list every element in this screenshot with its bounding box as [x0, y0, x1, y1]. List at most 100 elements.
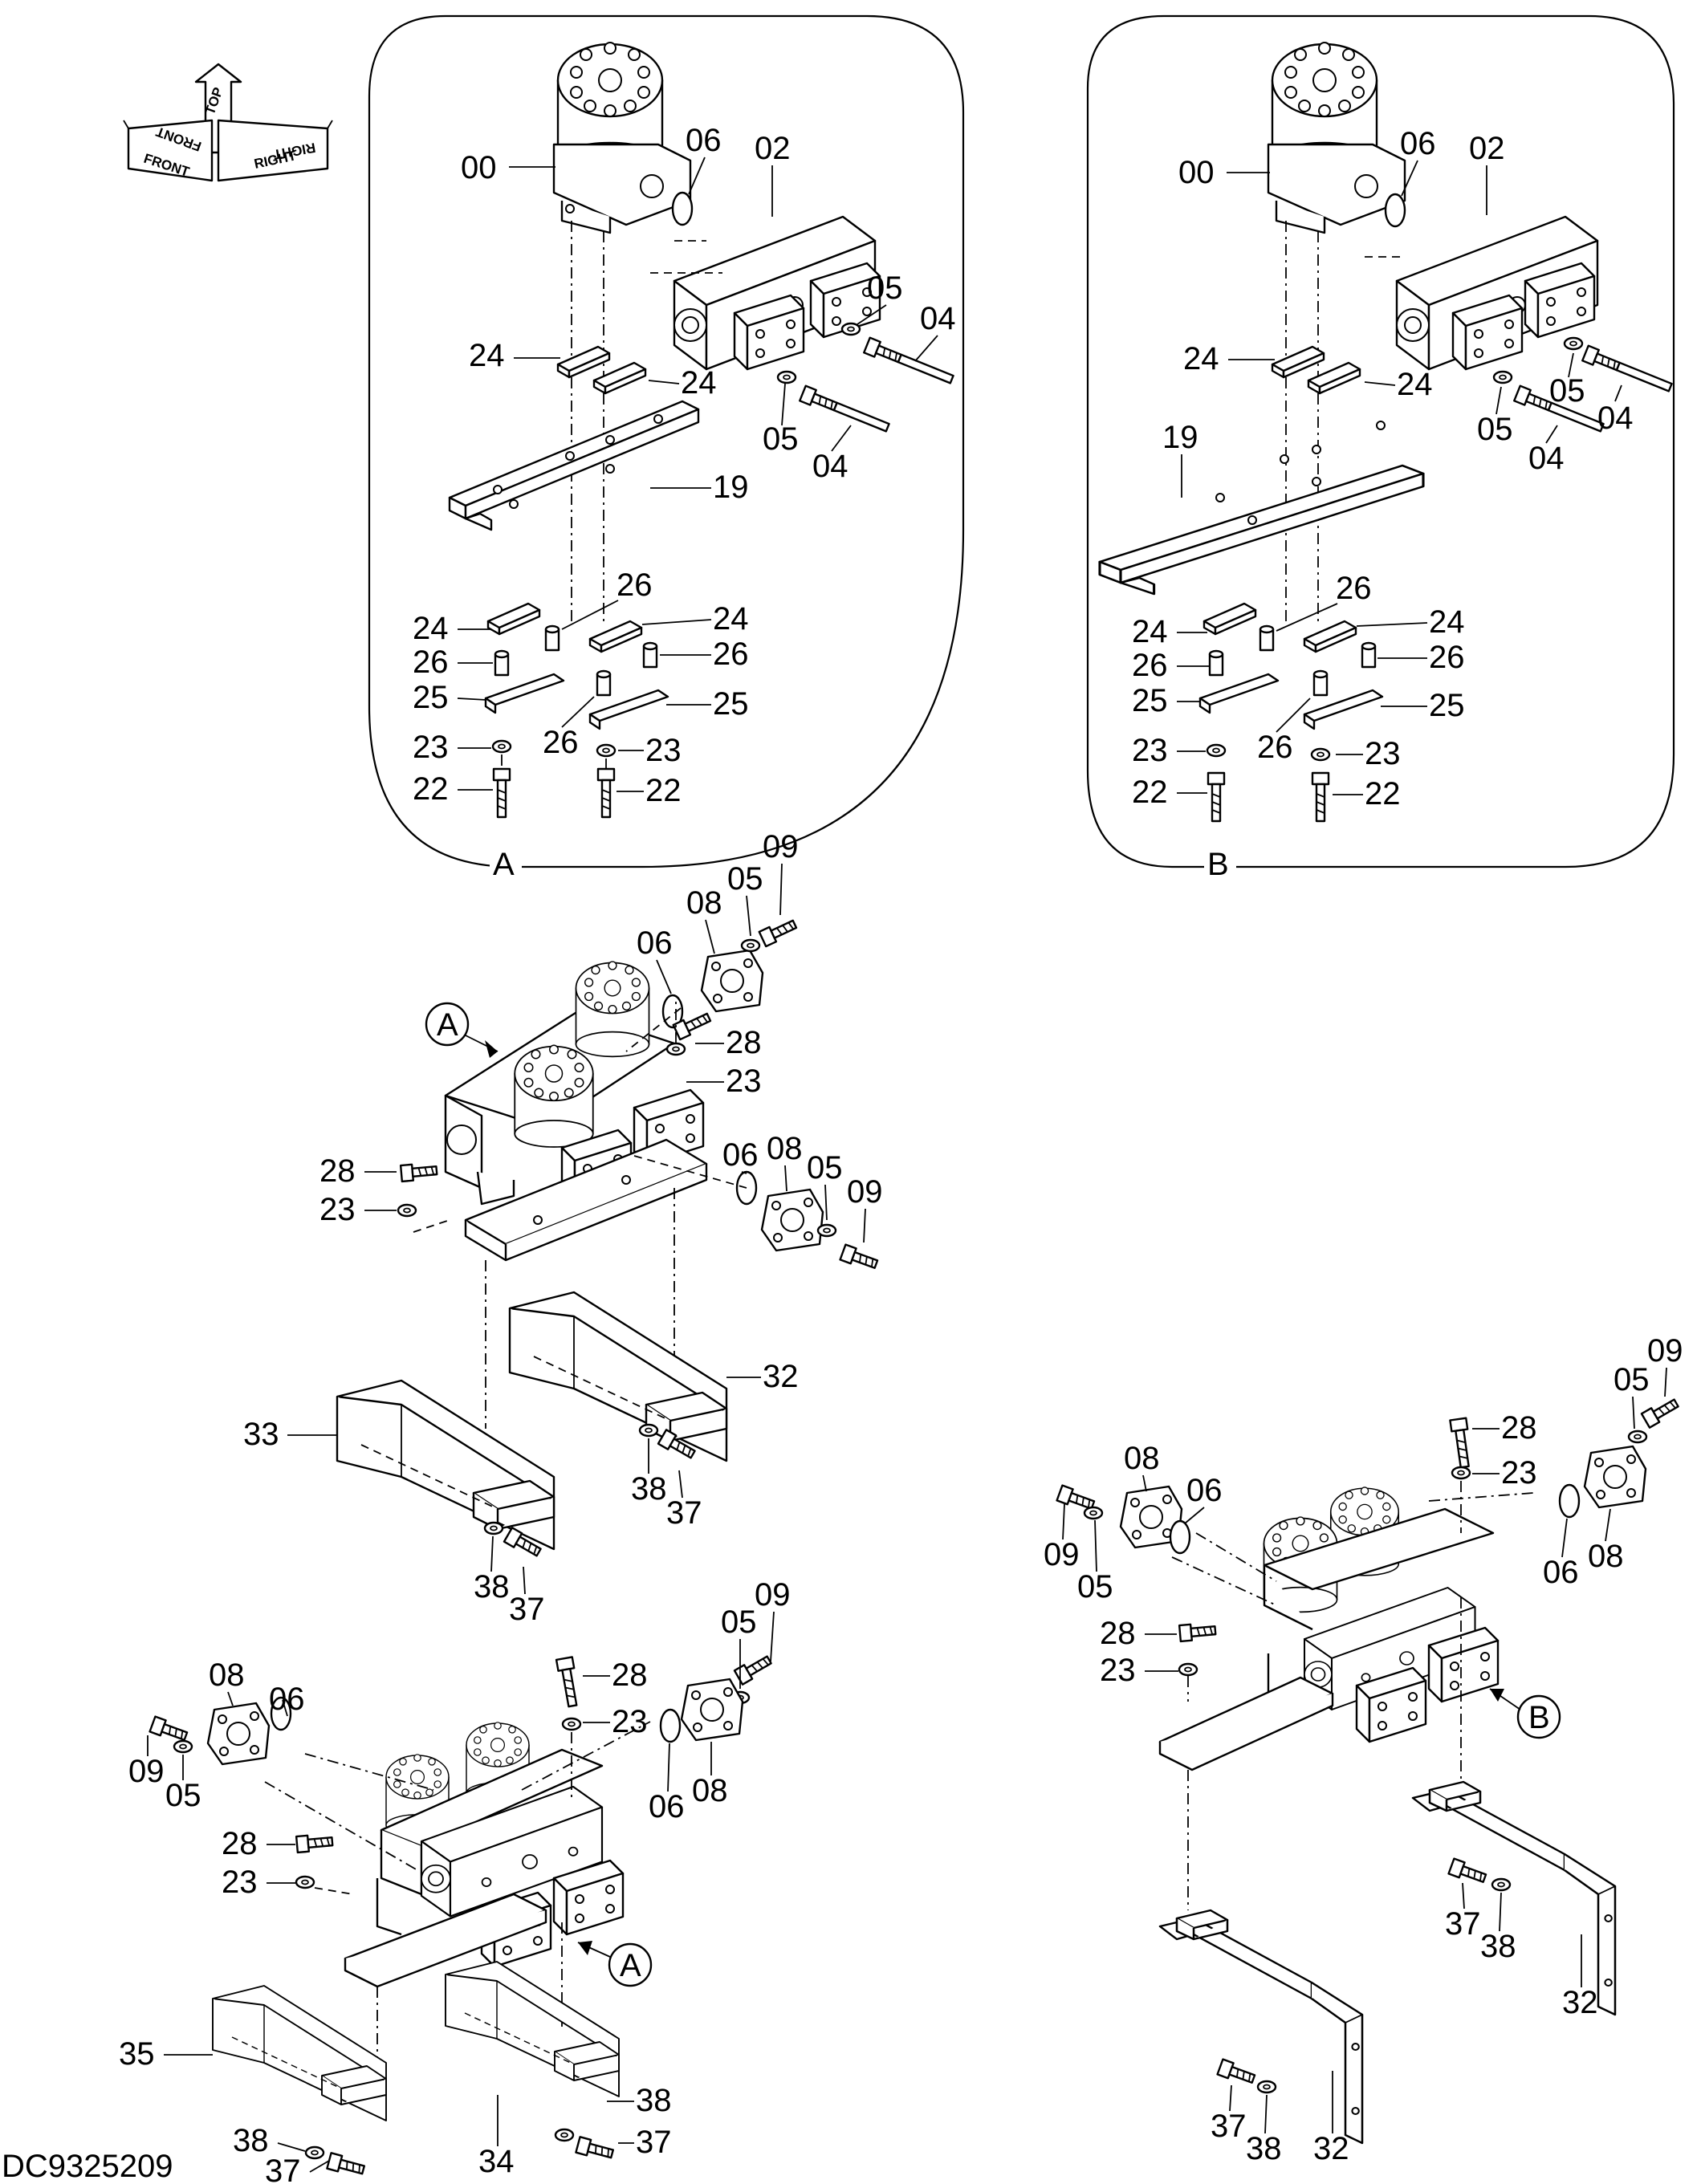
b-callout-06: 06	[1400, 126, 1436, 161]
ml-callout-28b: 28	[319, 1153, 356, 1189]
bl-callout-05a: 05	[165, 1778, 201, 1813]
ml-callout-09a: 09	[763, 829, 799, 864]
ml-callout-33: 33	[243, 1417, 279, 1452]
bl-callout-06a: 06	[269, 1682, 305, 1717]
ml-callout-37a: 37	[666, 1495, 702, 1531]
br-callout-06a: 06	[1186, 1473, 1223, 1508]
b-callout-02: 02	[1469, 131, 1505, 166]
balloon-b	[1516, 1694, 1561, 1739]
b-callout-24a: 24	[1183, 341, 1219, 376]
ml-callout-38a: 38	[631, 1471, 667, 1507]
bl-callout-38a: 38	[233, 2123, 269, 2158]
b-callout-24d: 24	[1429, 604, 1465, 640]
b-callout-22a: 22	[1132, 775, 1168, 810]
bl-callout-08b: 08	[692, 1773, 728, 1808]
br-callout-38b: 38	[1246, 2131, 1282, 2166]
b-callout-24c: 24	[1132, 614, 1168, 649]
detail-a: A	[368, 14, 965, 882]
b-callout-05b: 05	[1477, 412, 1513, 447]
b-callout-26b: 26	[1132, 648, 1168, 683]
a-callout-25b: 25	[713, 686, 749, 722]
bl-callout-06b: 06	[649, 1789, 685, 1824]
a-callout-22a: 22	[413, 771, 449, 807]
a-callout-06: 06	[686, 123, 722, 158]
b-callout-23b: 23	[1365, 736, 1401, 771]
assembly-bottom-right: B 08 06 09 05 28 23 05 09 06 08 28	[1044, 1333, 1683, 2166]
ml-callout-06b: 06	[722, 1137, 759, 1173]
bl-callout-38b: 38	[636, 2083, 672, 2118]
a-callout-24c: 24	[413, 611, 449, 646]
detail-a-frame	[368, 14, 965, 868]
drawing-code: DC9325209	[2, 2149, 173, 2184]
a-callout-26a: 26	[617, 567, 653, 603]
bl-callout-28a: 28	[612, 1657, 648, 1693]
br-callout-08a: 08	[1124, 1441, 1160, 1476]
bl-callout-37a: 37	[265, 2153, 301, 2184]
ml-callout-06a: 06	[637, 925, 673, 961]
bl-callout-23a: 23	[612, 1704, 648, 1739]
br-callout-05a: 05	[1077, 1569, 1113, 1604]
br-callout-09a: 09	[1044, 1537, 1080, 1572]
b-callout-23a: 23	[1132, 733, 1168, 768]
b-callout-26d: 26	[1257, 730, 1293, 765]
br-callout-32a: 32	[1562, 1985, 1598, 2020]
br-callout-28b: 28	[1100, 1616, 1136, 1651]
br-callout-28a: 28	[1501, 1410, 1537, 1446]
ml-callout-23a: 23	[726, 1064, 762, 1099]
detail-b: B 00	[1086, 14, 1675, 882]
ml-callout-37b: 37	[509, 1592, 545, 1627]
ml-callout-08b: 08	[767, 1131, 803, 1166]
a-callout-26b: 26	[413, 645, 449, 680]
a-callout-02: 02	[755, 131, 791, 166]
b-callout-04b: 04	[1528, 441, 1565, 476]
bl-callout-23b: 23	[222, 1865, 258, 1900]
balloon-a-middle-label: A	[437, 1007, 458, 1043]
bl-callout-34: 34	[478, 2144, 515, 2179]
br-callout-09b: 09	[1647, 1333, 1683, 1369]
ml-callout-28a: 28	[726, 1025, 762, 1060]
a-callout-05a: 05	[867, 270, 903, 306]
a-callout-25a: 25	[413, 680, 449, 715]
ml-callout-32: 32	[763, 1359, 799, 1394]
detail-b-label: B	[1207, 847, 1229, 882]
b-callout-26a: 26	[1336, 571, 1372, 606]
a-callout-23a: 23	[413, 730, 449, 765]
a-callout-00: 00	[461, 150, 497, 185]
br-callout-32b: 32	[1313, 2131, 1349, 2166]
a-callout-24d: 24	[713, 601, 749, 636]
orientation-icon: TOP FRONT FRONT RIGHT RIGHT	[123, 63, 333, 182]
bl-callout-37b: 37	[636, 2125, 672, 2160]
b-callout-19: 19	[1162, 420, 1198, 455]
a-callout-19: 19	[713, 470, 749, 505]
a-callout-23b: 23	[645, 733, 682, 768]
br-callout-05b: 05	[1614, 1362, 1650, 1397]
br-callout-08b: 08	[1588, 1539, 1624, 1574]
ml-callout-08a: 08	[686, 885, 722, 921]
ml-callout-05b: 05	[807, 1150, 843, 1186]
b-callout-00: 00	[1178, 155, 1215, 190]
a-callout-24b: 24	[681, 365, 717, 401]
b-callout-25b: 25	[1429, 688, 1465, 723]
balloon-a-bottom-label: A	[620, 1948, 641, 1983]
bl-callout-05b: 05	[721, 1604, 757, 1640]
ml-callout-05a: 05	[727, 861, 763, 897]
balloon-a-middle	[425, 1002, 470, 1047]
b-callout-25a: 25	[1132, 683, 1168, 718]
a-callout-04b: 04	[812, 449, 848, 484]
balloon-a-bottom	[608, 1942, 653, 1987]
a-callout-22b: 22	[645, 773, 682, 808]
bl-callout-35: 35	[119, 2036, 155, 2072]
a-callout-26d: 26	[543, 725, 579, 760]
a-callout-24a: 24	[469, 338, 505, 373]
balloon-b-label: B	[1528, 1700, 1550, 1735]
assembly-middle-left: A	[243, 829, 883, 1627]
ml-callout-09b: 09	[847, 1174, 883, 1210]
b-callout-24b: 24	[1397, 367, 1433, 402]
detail-b-frame	[1086, 14, 1675, 868]
a-callout-05b: 05	[763, 421, 799, 457]
br-callout-37a: 37	[1445, 1906, 1481, 1942]
b-callout-05a: 05	[1549, 373, 1585, 409]
detail-a-label: A	[493, 847, 515, 882]
b-callout-26c: 26	[1429, 640, 1465, 675]
br-callout-23a: 23	[1501, 1455, 1537, 1491]
